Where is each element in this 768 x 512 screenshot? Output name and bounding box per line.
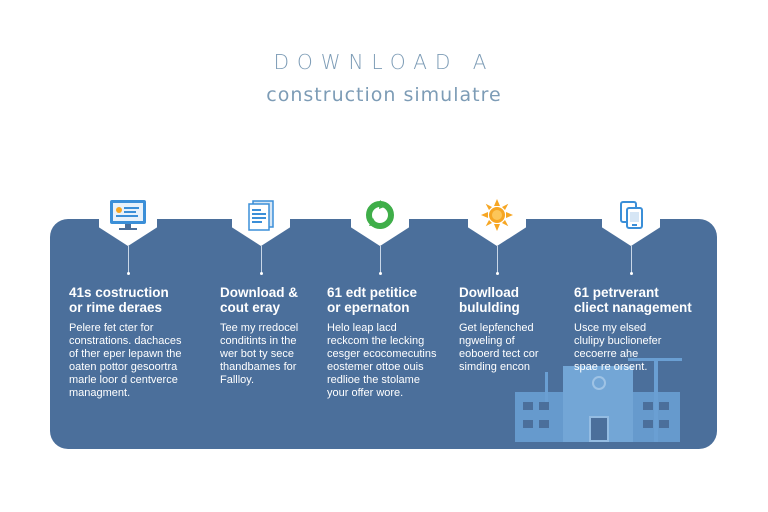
step-desc-3: Helo leap lacd reckcom the lecking cesge… [327,322,447,400]
page-title: DOWNLOAD A [273,50,495,74]
tablet-icon [620,201,643,229]
building-window [659,402,669,410]
step-desc-5: Usce my elsed clulipy buclionefer cecoer… [574,322,694,374]
connector-line [497,246,498,274]
step-title-3: 61 edt petitice or epernaton [327,285,445,315]
connector-dot [630,272,633,275]
step-desc-line: Get lepfenched [459,322,534,334]
building-window [523,402,533,410]
building-window [659,420,669,428]
crane-mast-icon [654,358,658,442]
recycle-icon [366,200,394,229]
step-title-line: or rime deraes [69,300,163,315]
step-title-line: cout eray [220,300,281,315]
connector-dot [260,272,263,275]
step-title-4: Dowlload bululding [459,285,577,315]
step-desc-line: spae re orsent. [574,361,648,373]
step-desc-line: your offer wore. [327,387,404,399]
crane-small-icon [545,372,548,402]
step-desc-line: thandbames for [220,361,297,373]
step-title-line: Dowlload [459,285,519,300]
step-desc-line: cecoerre ahe [574,348,639,360]
building-window [539,420,549,428]
step-title-5: 61 petrverant cliect nanagement [574,285,699,315]
connector-line [631,246,632,274]
building-logo-icon [592,376,606,390]
step-title-line: 61 petrverant [574,285,659,300]
step-desc-line: eostemer ottoe ouis [327,361,424,373]
step-desc-4: Get lepfenched ngweling of eoboerd tect … [459,322,559,374]
connector-line [380,246,381,274]
step-title-line: Download & [220,285,298,300]
step-title-2: Download & cout eray [220,285,338,315]
sun-icon [481,199,513,231]
monitor-icon [110,200,146,230]
connector-line [261,246,262,274]
connector-dot [379,272,382,275]
connector-dot [496,272,499,275]
step-desc-line: Pelere fet cter for [69,322,154,334]
step-desc-line: wer bot ty sece [220,348,294,360]
step-desc-line: cesger ecocomecutins [327,348,437,360]
crane-arm-icon [628,358,682,361]
building-window [523,420,533,428]
step-desc-line: managment. [69,387,131,399]
building-window [539,402,549,410]
step-desc-line: constrations. dachaces [69,335,182,347]
step-desc-1: Pelere fet cter for constrations. dachac… [69,322,204,400]
step-desc-line: clulipy buclionefer [574,335,662,347]
building-door [589,416,609,442]
step-desc-line: reckcom the lecking [327,335,425,347]
step-title-1: 41s costruction or rime deraes [69,285,187,315]
step-desc-line: Fallloy. [220,374,255,386]
step-desc-line: oaten pottor gesoortra [69,361,178,373]
step-desc-line: ngweling of [459,335,515,347]
step-desc-line: simding encon [459,361,530,373]
step-title-line: 41s costruction [69,285,169,300]
step-title-line: or epernaton [327,300,410,315]
connector-dot [127,272,130,275]
step-desc-line: redlioe the stolame [327,374,420,386]
building-window [643,402,653,410]
step-title-line: bululding [459,300,520,315]
step-desc-2: Tee my rredocel conditints in the wer bo… [220,322,320,387]
step-title-line: cliect nanagement [574,300,692,315]
step-desc-line: Helo leap lacd [327,322,397,334]
step-desc-line: eoboerd tect cor [459,348,539,360]
connector-line [128,246,129,274]
page-subtitle: construction simulatre [266,84,502,106]
step-desc-line: marle loor d centverce [69,374,178,386]
step-desc-line: conditints in the [220,335,297,347]
building-illustration-icon [515,366,680,442]
step-desc-line: Tee my rredocel [220,322,299,334]
step-desc-line: Usce my elsed [574,322,647,334]
step-desc-line: of ther eper lepawn the [69,348,182,360]
building-window [643,420,653,428]
step-title-line: 61 edt petitice [327,285,418,300]
document-icon [248,200,274,231]
